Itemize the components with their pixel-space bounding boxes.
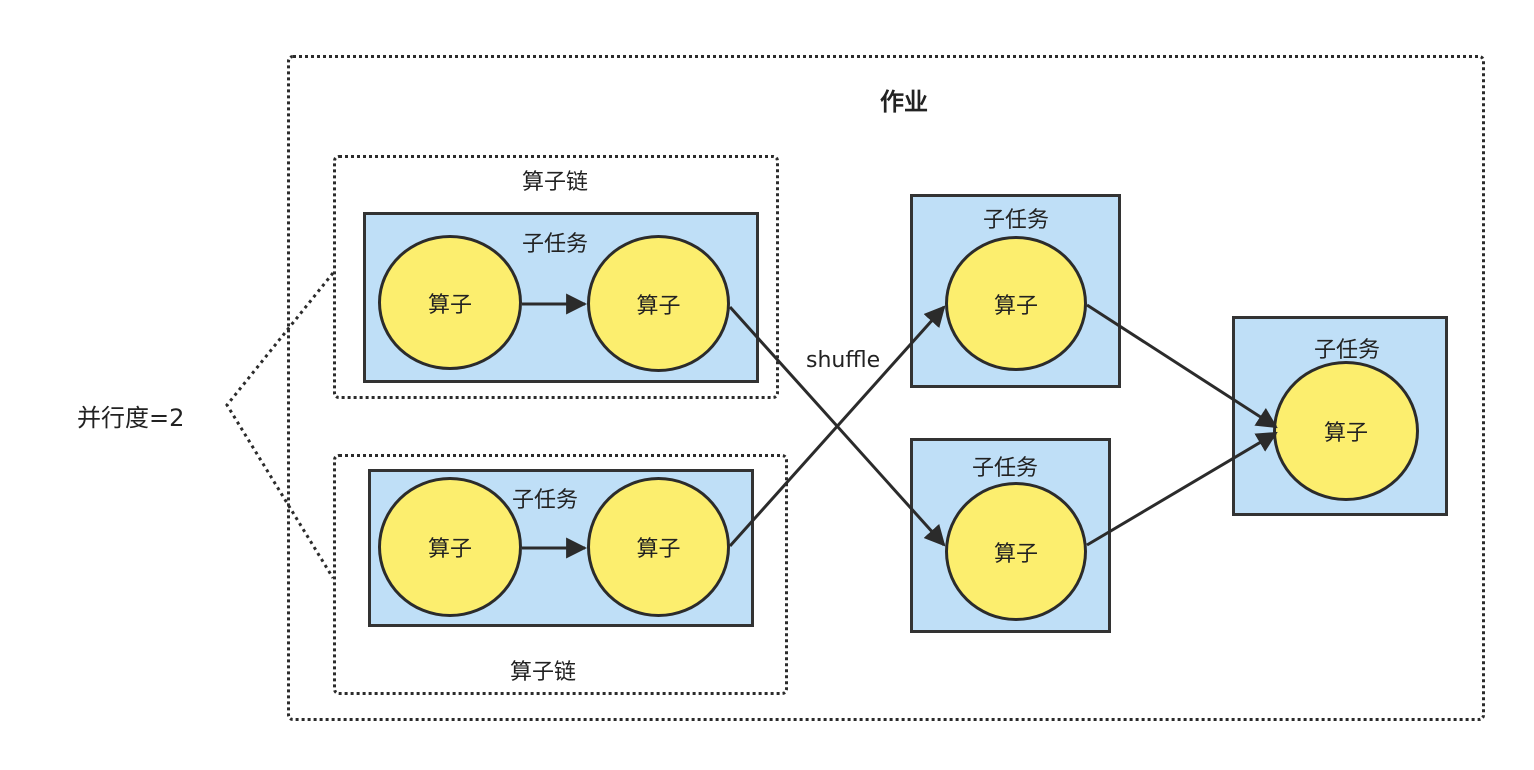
subtask-middle-top-label: 子任务 [983, 208, 1050, 233]
operator-chain-top-frame [333, 155, 779, 399]
shuffle-edge [728, 305, 946, 548]
operator-node: 算子 [945, 482, 1087, 621]
parallelism-label: 并行度=2 [77, 404, 185, 432]
operator-chain-bottom-label: 算子链 [510, 660, 577, 685]
operator-node: 算子 [378, 235, 522, 370]
parallelism-bracket [225, 272, 335, 579]
operator-node: 算子 [587, 235, 730, 372]
operator-chain-top-label: 算子链 [522, 170, 589, 195]
forward-edge [1086, 303, 1278, 429]
shuffle-label: shuffle [806, 348, 881, 373]
job-title: 作业 [880, 88, 928, 116]
operator-node: 算子 [587, 477, 730, 617]
subtask-right-label: 子任务 [1314, 338, 1381, 363]
subtask-chain-bottom-label: 子任务 [512, 488, 579, 513]
operator-node: 算子 [378, 477, 522, 617]
operator-node: 算子 [1273, 361, 1419, 501]
subtask-chain-top-label: 子任务 [522, 232, 589, 257]
forward-edge [1086, 431, 1278, 547]
job-frame [287, 55, 1485, 721]
operator-chain-bottom-frame [333, 454, 788, 695]
operator-node: 算子 [945, 236, 1087, 371]
subtask-middle-bottom-label: 子任务 [972, 456, 1039, 481]
